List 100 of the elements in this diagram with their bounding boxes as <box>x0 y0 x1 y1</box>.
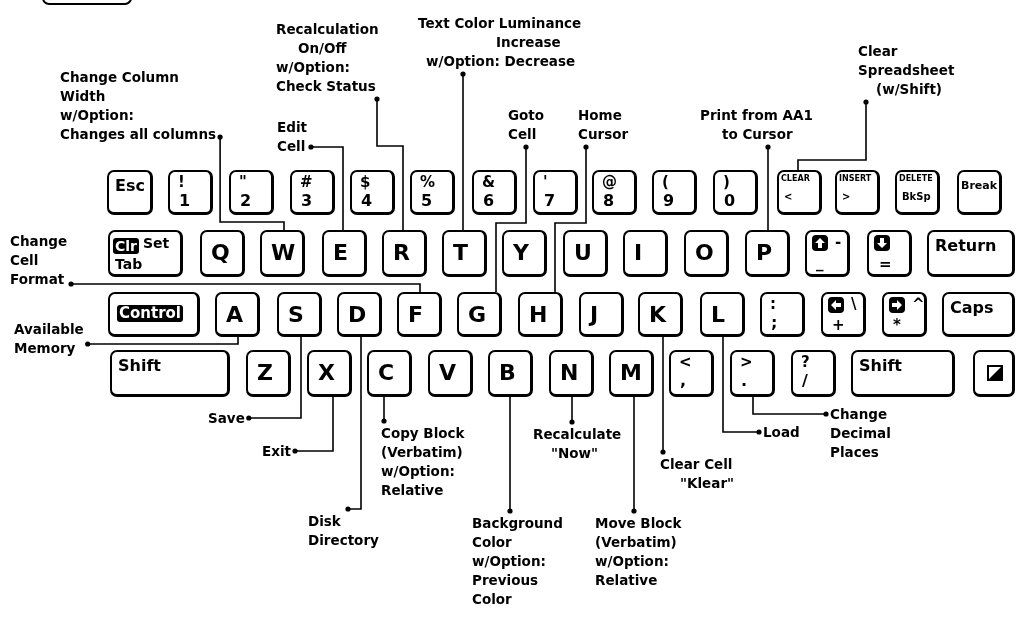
key-label: L <box>711 304 726 326</box>
leader-line <box>752 396 829 417</box>
keyboard-key <box>277 292 322 337</box>
key-label: , <box>680 373 687 389</box>
key-label: F <box>408 304 424 326</box>
keyboard-key <box>502 230 547 277</box>
callout-text: Recalculation On/Off w/Option: Check Status <box>276 20 379 96</box>
keyboard-key <box>488 350 533 397</box>
leader-line <box>507 396 513 514</box>
key-label: S <box>288 304 304 326</box>
key-label: Break <box>961 180 997 191</box>
key-label: 9 <box>663 193 675 209</box>
key-label: < <box>679 355 692 370</box>
keyboard-key <box>563 230 608 277</box>
key-label: H <box>529 304 548 326</box>
key-label: INSERT <box>839 175 872 183</box>
keyboard-key <box>229 170 274 215</box>
keyboard-key <box>652 170 697 215</box>
callout-text: Load <box>763 423 800 442</box>
keyboard-key <box>700 292 745 337</box>
key-label: U <box>574 242 592 264</box>
key-label: W <box>271 242 296 264</box>
keyboard-key <box>638 292 683 337</box>
key-label: > <box>740 355 753 370</box>
callout-text: Recalculate "Now" <box>533 425 622 463</box>
leader-line <box>495 144 529 293</box>
keyboard-key <box>108 292 200 337</box>
keyboard-key <box>867 230 912 277</box>
leader-line <box>308 144 344 231</box>
keyboard-key <box>337 292 382 337</box>
callout-text: Clear Cell "Klear" <box>660 455 735 493</box>
key-label: 3 <box>301 193 313 209</box>
keyboard-key <box>290 170 335 215</box>
keyboard-key <box>777 170 822 215</box>
leader-line <box>554 144 589 293</box>
keyboard-key <box>713 170 758 215</box>
keyboard-key <box>579 292 624 337</box>
keyboard-key <box>107 170 153 215</box>
keyboard-key <box>382 230 427 277</box>
keyboard-key <box>791 350 836 397</box>
key-label: O <box>695 242 714 264</box>
key-label: # <box>300 175 313 190</box>
callout-text: Move Block (Verbatim) w/Option: Relative <box>595 514 682 590</box>
keyboard-key <box>350 170 395 215</box>
leader-line <box>381 396 387 424</box>
leader-line <box>660 336 666 455</box>
key-label: V <box>439 362 457 384</box>
keyboard-key <box>110 350 230 397</box>
key-label: N <box>560 362 579 384</box>
key-label: 4 <box>361 193 373 209</box>
key-label: ? <box>801 355 810 370</box>
leader-line <box>631 396 637 514</box>
key-label: Tab <box>115 257 143 271</box>
keyboard-key <box>428 350 473 397</box>
key-label: J <box>590 304 599 326</box>
callout-text: Change Cell Format <box>10 232 68 289</box>
key-label: ' <box>543 175 548 190</box>
callout-text: Copy Block (Verbatim) w/Option: Relative <box>381 424 465 500</box>
keyboard-key <box>973 350 1015 397</box>
key-label: P <box>756 242 773 264</box>
key-label: ) <box>723 175 730 190</box>
callout-text: Exit <box>262 442 291 461</box>
key-label: 8 <box>603 193 615 209</box>
callout-text: Change Decimal Places <box>830 405 891 462</box>
key-label: D <box>348 304 367 326</box>
key-label: / <box>802 373 808 389</box>
key-label: Z <box>257 362 273 384</box>
keyboard-key <box>623 230 668 277</box>
key-label: Q <box>211 242 230 264</box>
keyboard-key <box>533 170 578 215</box>
leader-line <box>85 336 239 347</box>
leader-line <box>460 71 466 231</box>
leader-line <box>765 144 771 231</box>
leader-line <box>246 336 302 421</box>
key-label: ^ <box>912 297 925 312</box>
keyboard-key <box>168 170 213 215</box>
key-label: Caps <box>950 300 994 316</box>
key-label: X <box>318 362 335 384</box>
key-label: ( <box>662 175 669 190</box>
keyboard-key <box>895 170 940 215</box>
keyboard-key <box>260 230 305 277</box>
key-label: % <box>420 175 436 190</box>
key-label: " <box>239 175 247 190</box>
callout-text: Change Column Width w/Option: Changes all columns <box>60 68 217 144</box>
key-label: 0 <box>724 193 736 209</box>
key-label: & <box>482 175 496 190</box>
callout-text: Available Memory <box>14 320 84 358</box>
callout-text: Background Color w/Option: Previous Color <box>472 514 563 609</box>
key-label: 7 <box>544 193 556 209</box>
key-label: I <box>634 242 643 264</box>
keyboard-key <box>246 350 291 397</box>
key-label: G <box>468 304 487 326</box>
key-label: Set <box>143 236 170 250</box>
key-label: _ <box>816 256 824 271</box>
keyboard-key <box>730 350 775 397</box>
keyboard-key <box>307 350 352 397</box>
key-label: ; <box>771 315 778 331</box>
callout-text: Edit Cell <box>277 118 307 156</box>
key-label: E <box>333 242 349 264</box>
keyboard-key <box>442 230 487 277</box>
